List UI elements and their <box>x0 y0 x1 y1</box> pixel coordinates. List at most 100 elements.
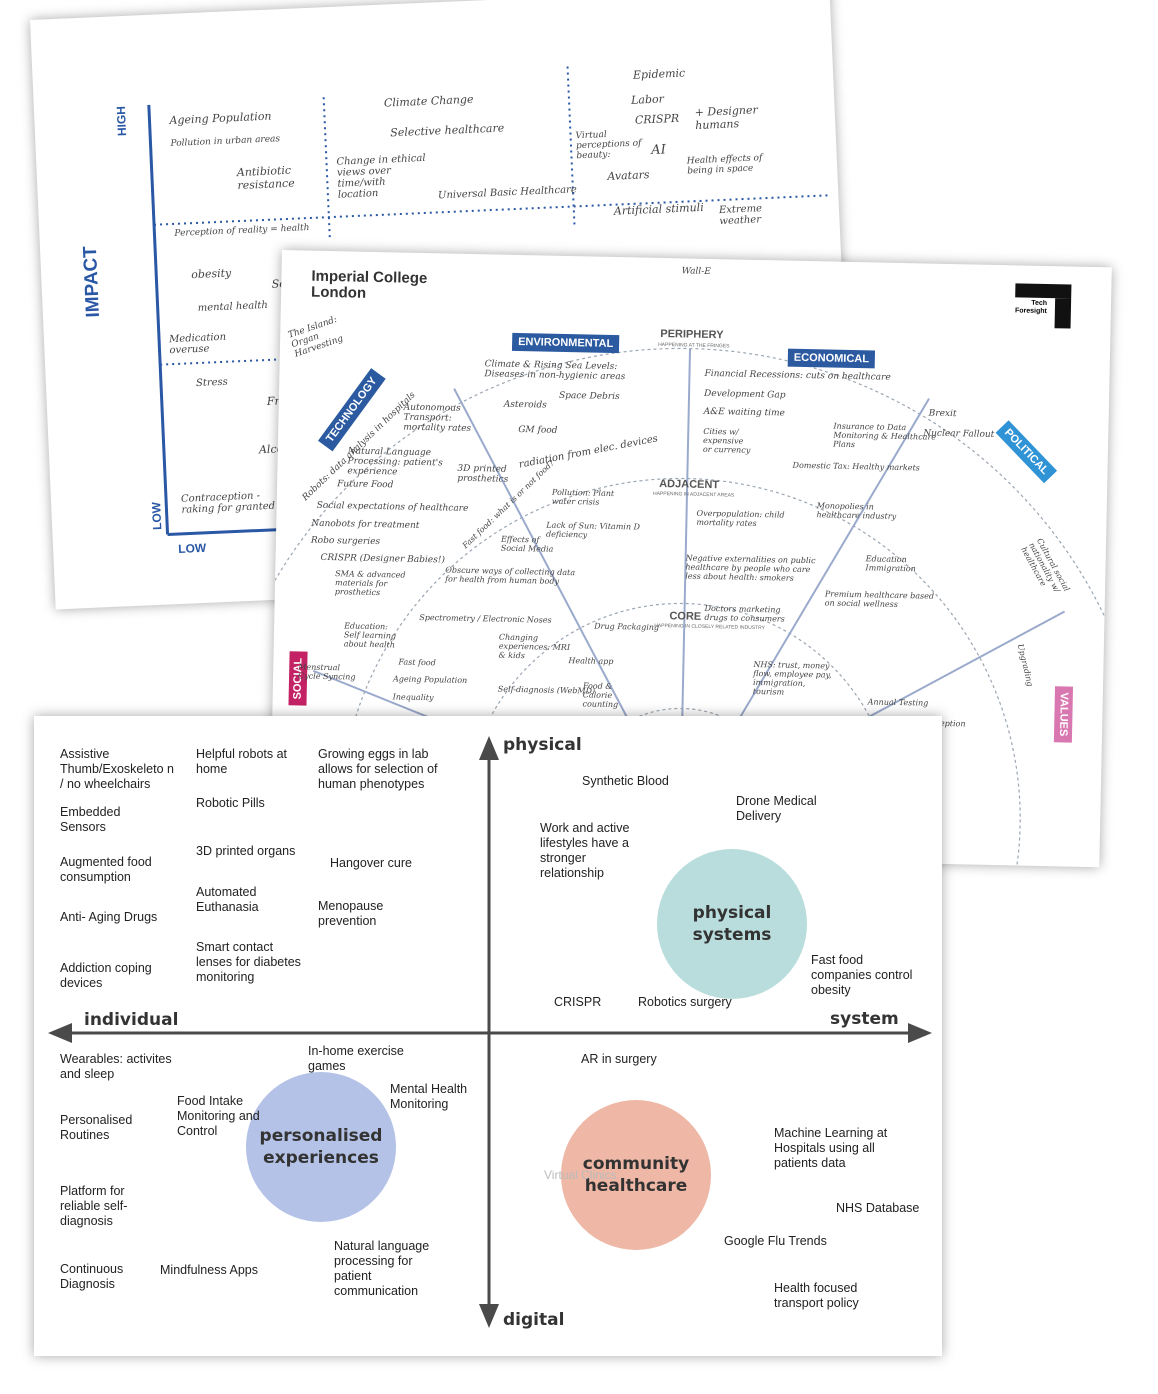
radar-note: Space Debris <box>558 390 620 403</box>
radar-note: NHS: trust, money flow, employee pay, im… <box>752 659 832 697</box>
category-economical: ECONOMICAL <box>787 348 876 369</box>
impact-low-y-label: LOW <box>149 501 165 531</box>
impact-note: Virtual perceptions of beauty: <box>575 129 642 162</box>
idea-label: Robotic Pills <box>196 796 265 810</box>
radar-note: 3D printed prosthetics <box>457 463 509 485</box>
idea-label: Mental Health Monitoring <box>390 1082 468 1111</box>
idea-label: Machine Learning at Hospitals using all … <box>774 1126 888 1170</box>
radar-note: Menstrual Cycle Syncing <box>297 662 356 682</box>
institution-name: Imperial College London <box>310 267 428 302</box>
faded-label: Virtual Clinics <box>544 1168 617 1182</box>
idea-label: Work and active lifestyles have a strong… <box>540 821 630 880</box>
radar-note: Obscure ways of collecting data for heal… <box>445 565 576 586</box>
radar-note: Cities w/ expensive or currency <box>702 426 751 455</box>
idea-label: Google Flu Trends <box>724 1234 827 1248</box>
radar-note: Brexit <box>928 408 957 420</box>
idea-label: Embedded Sensors <box>60 805 121 834</box>
impact-note: Labor <box>630 92 665 107</box>
idea-label: Continuous Diagnosis <box>60 1262 124 1291</box>
idea-label: Food Intake Monitoring and Control <box>177 1094 260 1138</box>
idea-label: Automated Euthanasia <box>196 885 259 914</box>
radar-note: Education Immigration <box>865 554 916 574</box>
radar-note: Natural Language Processing: patient's e… <box>347 446 443 478</box>
radar-note: Development Gap <box>703 388 786 401</box>
category-environmental: ENVIRONMENTAL <box>511 332 620 354</box>
idea-label: Menopause prevention <box>318 899 384 928</box>
idea-label: Platform for reliable self-diagnosis <box>60 1184 128 1228</box>
idea-label: Natural language processing for patient … <box>334 1239 430 1298</box>
radar-note: Drug Packaging <box>594 621 660 632</box>
top-note: Wall-E <box>681 266 711 277</box>
impact-note: Change in ethical views over time/with l… <box>336 152 426 201</box>
radar-note: SMA & advanced materials for prosthetics <box>334 569 406 598</box>
radar-note: Pollution: Plant water crisis <box>551 487 615 507</box>
cluster-physical-systems: physical systems <box>657 849 807 999</box>
idea-label: In-home exercise games <box>308 1044 404 1073</box>
quadrant-sheet: physical digital individual system physi… <box>34 716 942 1356</box>
ring-label-periphery: PERIPHERY <box>660 327 724 342</box>
axis-digital: digital <box>503 1310 565 1330</box>
idea-label: AR in surgery <box>581 1052 657 1066</box>
radar-note: Negative externalities on public healthc… <box>685 553 816 583</box>
idea-label: CRISPR <box>554 995 602 1009</box>
impact-note: Avatars <box>607 168 650 183</box>
ring-label-adjacent: ADJACENT <box>659 477 720 492</box>
impact-note: + Designer humans <box>694 103 759 133</box>
radar-note: Overpopulation: child mortality rates <box>696 508 785 528</box>
idea-label: Growing eggs in lab allows for selection… <box>318 747 438 791</box>
impact-note: Medication overuse <box>168 331 227 357</box>
impact-note: AI <box>650 142 667 159</box>
cluster-community-healthcare: community healthcare <box>561 1100 711 1250</box>
radar-note: Climate & Rising Sea Levels: Diseases in… <box>484 359 626 383</box>
idea-label: Health focused transport policy <box>774 1281 859 1310</box>
impact-axis-label: IMPACT <box>79 245 105 318</box>
idea-label: Robotics surgery <box>638 995 732 1009</box>
radar-note: Lack of Sun: Vitamin D deficiency <box>546 520 641 540</box>
impact-note: CRISPR <box>634 111 680 127</box>
radar-note: Fast food <box>398 657 436 668</box>
radar-note: GM food <box>518 424 558 436</box>
idea-label: Smart contact lenses for diabetes monito… <box>196 940 301 984</box>
radar-note: Education: Self learning about health <box>343 621 397 650</box>
radar-note: Future Food <box>337 479 394 491</box>
impact-note: Extreme weather <box>718 203 763 228</box>
category-values: VALUES <box>1053 686 1074 743</box>
radar-note: Nuclear Fallout <box>923 428 995 440</box>
axis-system: system <box>830 1009 899 1029</box>
idea-label: Fast food companies control obesity <box>811 953 913 997</box>
idea-label: Assistive Thumb/Exoskeleto n / no wheelc… <box>60 747 174 791</box>
impact-high-label: HIGH <box>113 105 130 137</box>
idea-label: Wearables: activites and sleep <box>60 1052 172 1081</box>
idea-label: Mindfulness Apps <box>160 1263 258 1277</box>
impact-note: Contraception - raking for granted <box>180 490 276 516</box>
idea-label: Addiction coping devices <box>60 961 152 990</box>
radar-note: A&E waiting time <box>703 406 785 419</box>
radar-note: Doctors marketing drugs to consumers <box>704 603 785 624</box>
idea-label: Synthetic Blood <box>582 774 669 788</box>
idea-label: Personalised Routines <box>60 1113 133 1142</box>
idea-label: Drone Medical Delivery <box>736 794 817 823</box>
radar-note: Food & Calorie counting <box>582 681 619 710</box>
ring-label-core: CORE <box>669 610 702 623</box>
axis-individual: individual <box>84 1010 179 1030</box>
radar-note: Inequality <box>392 692 434 703</box>
radar-note: Effects of Social Media <box>500 534 554 554</box>
radar-note: Monopolies in healthcare industry <box>816 501 897 521</box>
impact-note: Stress <box>195 376 229 390</box>
radar-note: Annual Testing <box>867 697 929 708</box>
cluster-community-label: community healthcare <box>582 1154 690 1196</box>
idea-label: Helpful robots at home <box>196 747 288 776</box>
cluster-personalised-label: personalised experiences <box>259 1126 383 1168</box>
impact-note: obesity <box>190 266 232 282</box>
cluster-physical-systems-label: physical systems <box>692 903 772 945</box>
axis-physical: physical <box>503 735 582 755</box>
idea-label: Augmented food consumption <box>60 855 152 884</box>
radar-note: Robo surgeries <box>310 535 381 548</box>
idea-label: 3D printed organs <box>196 844 296 858</box>
radar-note: Autonomous Transport: mortality rates <box>403 402 472 434</box>
impact-low-x-label: LOW <box>177 540 207 557</box>
tech-foresight-logo: Tech Foresight <box>1011 283 1072 329</box>
logo-text: Tech Foresight <box>1014 299 1048 316</box>
quadrant-axes <box>48 736 932 1328</box>
cluster-personalised-experiences: personalised experiences <box>246 1072 396 1222</box>
